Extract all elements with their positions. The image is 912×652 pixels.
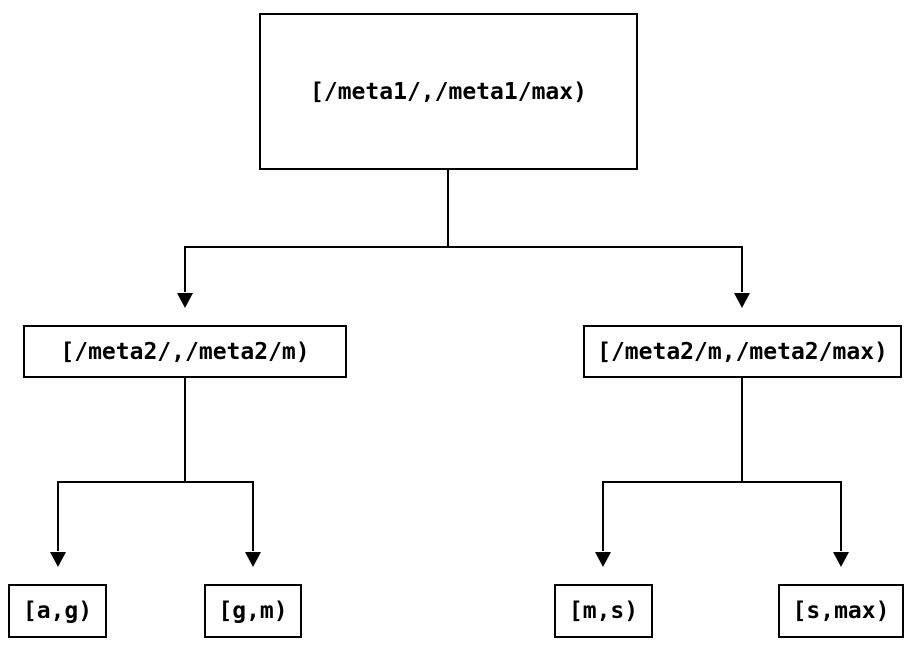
arrowhead-down-icon — [50, 552, 66, 567]
node-leaf-m-s: [m,s) — [554, 584, 653, 638]
node-root-interval: [/meta1/,/meta1/max) — [259, 13, 638, 170]
arrowhead-down-icon — [833, 552, 849, 567]
arrowhead-down-icon — [177, 293, 193, 308]
node-meta2-lower-interval: [/meta2/,/meta2/m) — [23, 325, 347, 378]
arrowhead-down-icon — [245, 552, 261, 567]
node-leaf-s-max: [s,max) — [778, 584, 904, 638]
node-meta2-upper-interval: [/meta2/m,/meta2/max) — [583, 325, 902, 378]
arrowhead-down-icon — [595, 552, 611, 567]
node-leaf-a-g: [a,g) — [8, 584, 107, 638]
node-leaf-g-m: [g,m) — [204, 584, 302, 638]
arrowhead-down-icon — [734, 293, 750, 308]
